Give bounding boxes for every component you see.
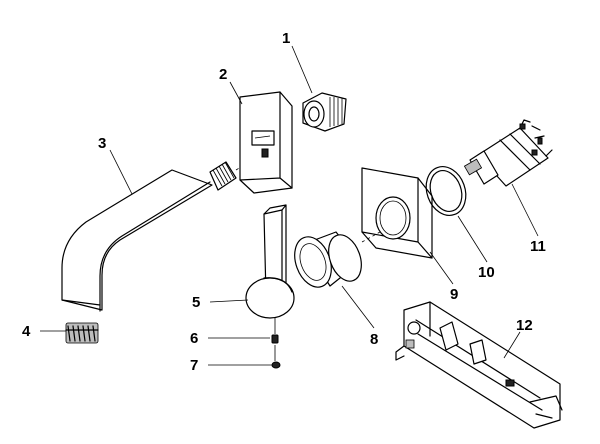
callout-labels: 1 2 3 4 5 6 7 8 9 10 11 12	[22, 30, 546, 374]
part-9-rosette	[361, 167, 433, 259]
part-5-lever-handle	[245, 204, 295, 319]
part-4-aerator	[65, 322, 99, 344]
callout-2: 2	[219, 66, 227, 83]
callout-1: 1	[282, 30, 290, 47]
part-7-grub-screw	[271, 345, 281, 369]
callout-11: 11	[530, 238, 546, 255]
part-10-o-ring	[425, 166, 467, 216]
part-11-cartridge	[463, 119, 553, 187]
callout-8: 8	[370, 331, 378, 348]
part-6-screw	[271, 318, 279, 344]
leader-lines	[40, 45, 539, 366]
callout-9: 9	[450, 286, 458, 303]
callout-12: 12	[516, 317, 533, 334]
callout-4: 4	[22, 323, 31, 340]
part-3-spout	[61, 161, 237, 312]
callout-5: 5	[192, 294, 200, 311]
callout-7: 7	[190, 357, 198, 374]
part-1-connector	[302, 92, 347, 132]
callout-3: 3	[98, 135, 106, 152]
callout-6: 6	[190, 330, 198, 347]
part-8-sleeve	[294, 231, 362, 288]
part-12-installation-tool	[395, 301, 563, 429]
callout-10: 10	[478, 264, 495, 281]
part-2-cover-plate	[239, 91, 293, 194]
